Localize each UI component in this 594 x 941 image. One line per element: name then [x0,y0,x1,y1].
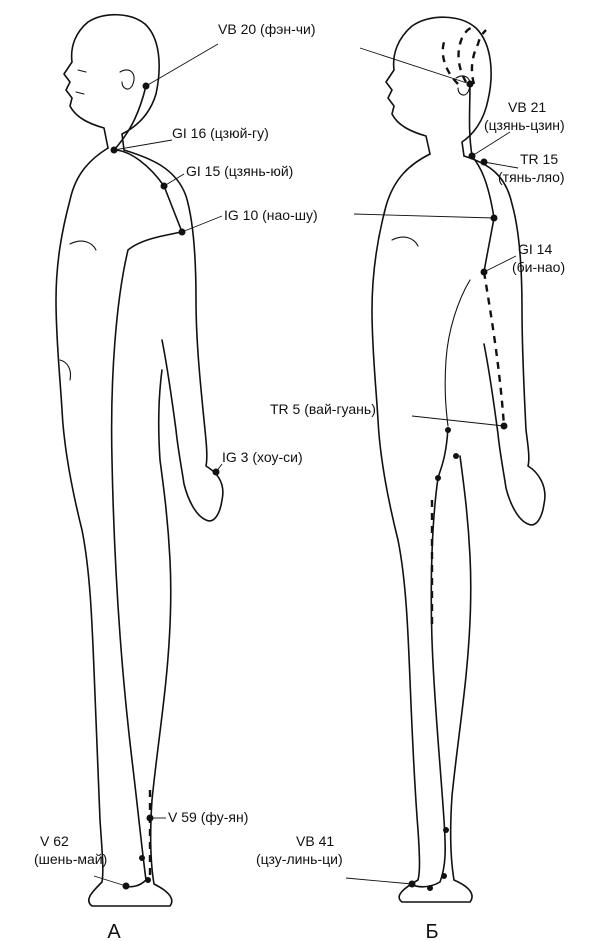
label-tr15: TR 15 (тянь-ляо) [498,151,565,185]
label-ig3: IG 3 (хоу-си) [222,449,303,465]
meridian-dot [443,827,449,833]
label-gi15: GI 15 (цзянь-юй) [186,163,293,179]
leader-ig10-b [354,214,494,218]
figure-a-ear [120,70,134,89]
label-vb21: VB 21 (цзянь-цзин) [484,99,565,133]
leader-vb20-b [360,48,470,84]
figure-b-meridian [470,84,495,272]
meridian-dot [441,873,447,879]
figure-a-meridian [112,86,182,887]
meridian-dot [453,453,459,459]
figure-b-arm [464,156,545,525]
figure-b-torso [372,154,472,902]
figure-a-arm [124,150,223,521]
figure-a-hip-detail [60,360,71,380]
meridian-dot [427,885,433,891]
figure-b-chest-detail [392,237,418,246]
figure-a [56,15,223,906]
caption-figure-b: Б [425,921,438,941]
meridian-dot [445,427,451,433]
figure-b [346,17,545,902]
leader-vb21 [472,132,510,156]
leader-tr5 [412,416,504,426]
meridian-dot [145,877,151,883]
label-tr5: TR 5 (вай-гуань) [270,401,376,417]
label-vb41: VB 41 (цзу-линь-ци) [256,833,343,867]
figure-a-chest-detail [70,241,96,250]
leader-vb20-a [146,44,218,86]
label-v62: V 62 (шень-май) [34,833,107,867]
figure-a-face-detail [76,70,86,94]
label-ig10: IG 10 (нао-шу) [224,207,318,223]
caption-figure-a: А [107,921,121,941]
leader-vb41 [346,878,412,884]
label-v59: V 59 (фу-ян) [168,809,248,825]
figure-b-head [386,17,491,156]
figure-b-leg-meridian [410,428,448,887]
figure-b-inner-arm [445,280,470,426]
figure-a-head [64,15,159,150]
meridian-dot [435,475,441,481]
label-vb20: VB 20 (фэн-чи) [218,21,316,37]
leader-ig10 [182,216,222,232]
label-gi16: GI 16 (цзюй-гу) [172,125,269,141]
meridian-dot [139,855,145,861]
